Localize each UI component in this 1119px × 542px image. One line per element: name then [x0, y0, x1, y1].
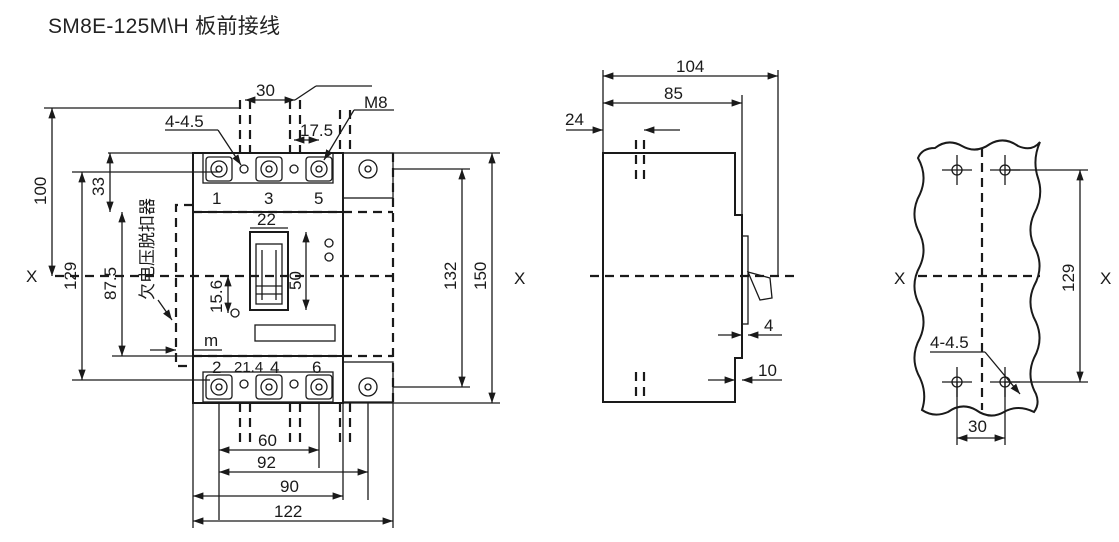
- front-dimensions: 30 4-4.5 M8 17.5 100 X 129 33 87.5 欠电压: [26, 81, 525, 528]
- terminal-6: [305, 374, 333, 400]
- dim-150: 150: [471, 262, 490, 290]
- dim-90: 90: [280, 477, 299, 496]
- dim-87-5: 87.5: [101, 267, 120, 300]
- hole-spec-panel: 4-4.5: [930, 333, 969, 352]
- terminal-label-6: 6: [312, 358, 321, 377]
- terminal-label-4: 4: [270, 358, 279, 377]
- busbar-top-a: [238, 100, 252, 153]
- dim-21-4: 21.4: [234, 359, 263, 376]
- undervoltage-label: 欠电压脱扣器: [138, 198, 157, 300]
- accessory-outline: [174, 203, 193, 368]
- indicator-dot-2: [324, 252, 334, 262]
- dim-10: 10: [758, 361, 777, 380]
- nameplate: [254, 324, 336, 342]
- terminal-label-1: 1: [212, 189, 221, 208]
- mount-hole-top-right: [289, 164, 299, 174]
- dim-129-panel: 129: [1059, 264, 1078, 292]
- dim-60: 60: [258, 431, 277, 450]
- terminal-block-top: [202, 152, 334, 184]
- dim-132: 132: [441, 262, 460, 290]
- dim-15-6: 15.6: [207, 280, 226, 313]
- flange-hole-top: [358, 159, 378, 179]
- flange-hole-bottom: [358, 377, 378, 397]
- indicator-dot-1: [324, 238, 334, 248]
- dim-33: 33: [89, 177, 108, 196]
- dim-122: 122: [274, 502, 302, 521]
- dim-100: 100: [31, 177, 50, 205]
- axis-x-panel-left: X: [894, 269, 905, 288]
- terminal-5: [305, 156, 333, 182]
- axis-x-front-left: X: [26, 267, 37, 286]
- hole-spec-front: 4-4.5: [165, 112, 204, 131]
- handle-window: [249, 231, 289, 311]
- mount-hole-top-left: [239, 164, 249, 174]
- drawing-title: SM8E-125M\H 板前接线: [48, 15, 281, 38]
- dim-104: 104: [676, 57, 704, 76]
- axis-x-panel-right: X: [1100, 269, 1111, 288]
- dim-30-top: 30: [256, 81, 275, 100]
- dim-92: 92: [257, 453, 276, 472]
- dim-50: 50: [286, 271, 305, 290]
- busbar-bottom-a: [238, 403, 252, 445]
- terminal-label-5: 5: [314, 189, 323, 208]
- dim-30-panel: 30: [968, 417, 987, 436]
- dim-4: 4: [764, 316, 773, 335]
- terminal-label-2: 2: [212, 358, 221, 377]
- terminal-3: [255, 156, 283, 182]
- dim-22: 22: [257, 210, 276, 229]
- side-view: 104 85 24 4 10: [565, 57, 795, 403]
- dim-24: 24: [565, 110, 584, 129]
- dim-85: 85: [664, 84, 683, 103]
- side-body-outline: [602, 152, 743, 403]
- panel-cutout-outline: [913, 139, 1042, 417]
- terminal-4: [255, 374, 283, 400]
- terminal-label-3: 3: [264, 189, 273, 208]
- dim-17-5: 17.5: [300, 121, 333, 140]
- mounting-panel-view: X X 129 4-4.5 30: [894, 139, 1111, 445]
- terminal-2: [205, 374, 233, 400]
- aux-hole: [230, 308, 240, 318]
- dim-129-front: 129: [61, 262, 80, 290]
- terminal-1: [205, 156, 233, 182]
- label-m: m: [204, 331, 218, 350]
- side-handle-base: [741, 235, 749, 325]
- axis-x-front-right: X: [514, 269, 525, 288]
- mount-hole-bottom-right: [289, 379, 299, 389]
- mount-hole-bottom-left: [239, 379, 249, 389]
- handle-lever: [255, 243, 283, 305]
- terminal-block-bottom: [202, 371, 334, 403]
- bolt-label: M8: [364, 93, 388, 112]
